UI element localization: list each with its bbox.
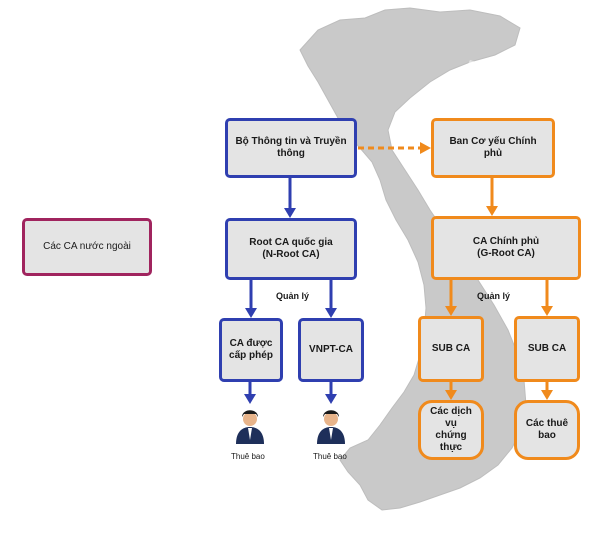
- subscriber-label-1: Thuê bao: [231, 452, 265, 461]
- sub-ca-box-2: SUB CA: [514, 316, 580, 382]
- arrowhead-govca-sub1: [445, 306, 457, 316]
- foreign-ca-box: Các CA nước ngoài: [22, 218, 152, 276]
- licensed-ca-box: CA được cấp phép: [219, 318, 283, 382]
- national-root-ca-box: Root CA quốc gia (N-Root CA): [225, 218, 357, 280]
- arrowhead-root-vnpt: [325, 308, 337, 318]
- sub-ca-box-1: SUB CA: [418, 316, 484, 382]
- certification-services-box: Các dịch vụ chứng thực: [418, 400, 484, 460]
- arrowhead-ministry-root: [284, 208, 296, 218]
- arrowhead-root-licensed: [245, 308, 257, 318]
- person-icon: [317, 410, 345, 444]
- arrowhead-vnpt-subscriber: [325, 394, 337, 404]
- cipher-committee-box: Ban Cơ yếu Chính phủ: [431, 118, 555, 178]
- subscribers-box: Các thuê bao: [514, 400, 580, 460]
- arrowhead-cipher-govca: [486, 206, 498, 216]
- vnpt-ca-box: VNPT-CA: [298, 318, 364, 382]
- right-manage-label: Quản lý: [477, 291, 511, 301]
- government-ca-box: CA Chính phủ (G-Root CA): [431, 216, 581, 280]
- subscriber-label-2: Thuê bao: [313, 452, 347, 461]
- arrowhead-ministry-cipher: [420, 142, 431, 154]
- ministry-box: Bộ Thông tin và Truyền thông: [225, 118, 357, 178]
- arrowhead-govca-sub2: [541, 306, 553, 316]
- arrowhead-licensed-subscriber: [244, 394, 256, 404]
- map-gulf-notch: [460, 60, 505, 90]
- left-manage-label: Quản lý: [276, 291, 310, 301]
- person-icon: [236, 410, 264, 444]
- arrowhead-sub2-subscribers: [541, 390, 553, 400]
- arrowhead-sub1-services: [445, 390, 457, 400]
